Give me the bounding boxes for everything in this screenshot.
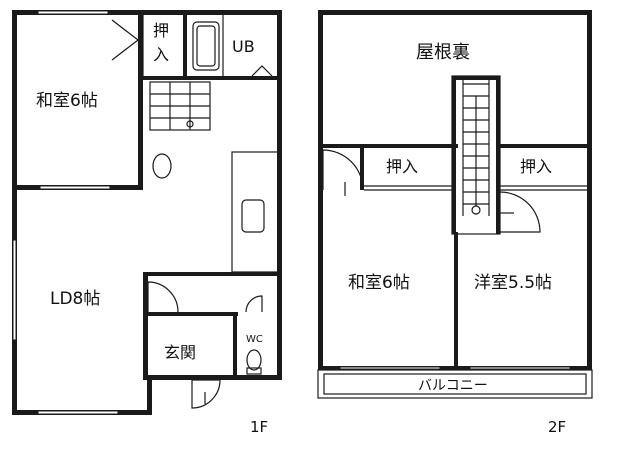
1f-oshiire-label-1: 押: [153, 21, 169, 40]
2f-floor-label: 2F: [548, 418, 566, 436]
1f-floor-label: 1F: [250, 418, 268, 436]
2f-oshiire-left-label: 押入: [386, 157, 418, 176]
kitchen-counter: [231, 151, 279, 273]
1f-window-top: [37, 10, 109, 15]
2f-stair-left-wall: [452, 76, 456, 234]
2f-stair-top-wall: [452, 76, 500, 80]
1f-wall-step: [147, 375, 152, 415]
floor-1-plan: 和室6帖 押 入 UB LD8帖 玄関 WC 1F: [12, 10, 282, 436]
2f-balcony-label: バルコニー: [418, 378, 488, 394]
toilet-icon: [246, 349, 262, 375]
2f-room-divider: [454, 232, 458, 370]
2f-stair-right-wall: [496, 76, 500, 234]
floor-2-plan: 屋根裏 押入 押入 和室6帖 洋室5.5帖 バルコニー 2F: [317, 10, 593, 436]
1f-washitsu-label: 和室6帖: [36, 91, 98, 111]
balcony: [317, 369, 593, 399]
2f-stairs: [462, 80, 490, 216]
2f-wall-bottom: [318, 366, 592, 370]
stairs-arrow-icon: [471, 205, 481, 215]
stairs-arrow-icon: [186, 120, 194, 128]
2f-wall-left: [318, 10, 323, 370]
1f-entrance-door: [191, 379, 221, 409]
1f-wall-top: [12, 10, 282, 15]
1f-window-left-lower: [12, 239, 17, 341]
1f-genkan-label: 玄関: [164, 343, 196, 362]
bathtub-inner: [196, 25, 216, 67]
2f-youshitsu-label: 洋室5.5帖: [474, 273, 552, 293]
balcony-inner: [323, 373, 587, 395]
bathtub-icon: [192, 21, 220, 71]
1f-oshiire-right-wall: [183, 10, 187, 80]
1f-bath-door: [251, 65, 273, 77]
1f-stairs: [149, 81, 211, 131]
2f-window-bottom-right: [469, 366, 571, 370]
1f-entry-top-wall: [143, 272, 282, 276]
2f-youshitsu-door: [499, 191, 541, 233]
kitchen-sink-icon: [241, 199, 265, 233]
2f-wall-top: [318, 10, 592, 15]
1f-oshiire-label-2: 入: [153, 45, 169, 64]
1f-entry-mid-wall: [148, 312, 238, 316]
1f-closet-door: [111, 19, 139, 61]
2f-attic-bottom-right: [496, 144, 592, 148]
2f-oshiire-right-label: 押入: [520, 157, 552, 176]
2f-yaneura-label: 屋根裏: [416, 42, 470, 63]
1f-window-bottom: [37, 410, 119, 415]
2f-wall-right: [587, 10, 592, 370]
2f-closet-left-wall: [360, 144, 364, 190]
2f-window-bottom-left: [339, 366, 441, 370]
2f-washitsu-door: [322, 149, 364, 191]
1f-wall-left-upper: [12, 10, 17, 190]
1f-window-washitsu-bottom: [39, 185, 111, 190]
1f-ld-label: LD8帖: [50, 289, 100, 309]
1f-wc-label: WC: [246, 334, 263, 345]
1f-entry-left-wall: [143, 272, 148, 380]
1f-wc-door: [245, 295, 263, 313]
1f-wall-bottom-right: [147, 375, 282, 380]
1f-ub-label: UB: [232, 37, 255, 56]
1f-bath-bottom-wall: [138, 76, 282, 80]
1f-wall-right: [277, 10, 282, 380]
1f-sink-icon: [152, 153, 172, 179]
1f-washitsu-right-wall: [138, 10, 143, 190]
2f-closet-left-top: [360, 144, 456, 148]
2f-washitsu-label: 和室6帖: [348, 273, 410, 293]
1f-ld-door: [147, 281, 179, 313]
1f-wc-left-wall: [233, 312, 237, 378]
